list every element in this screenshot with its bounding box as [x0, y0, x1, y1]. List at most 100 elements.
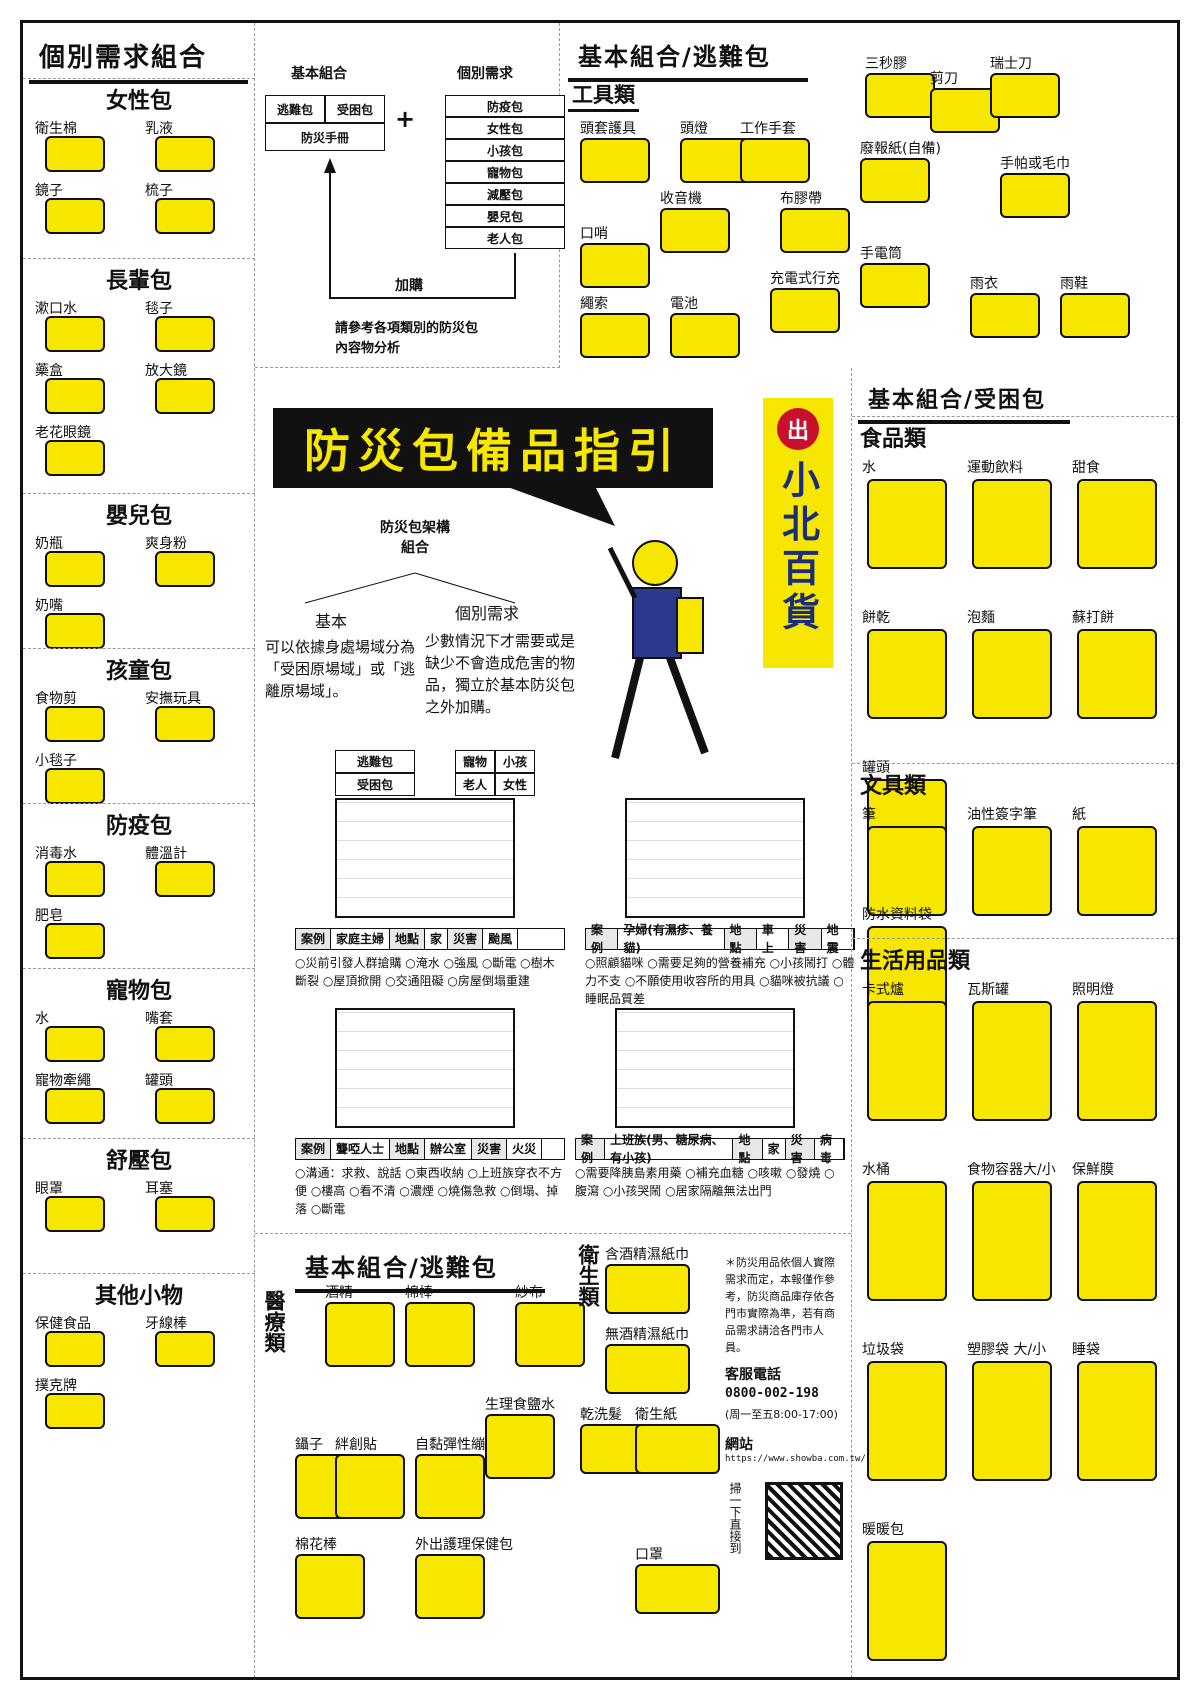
case-field: 颱風 — [483, 929, 519, 949]
diagram-indiv-box: 女性包 — [445, 117, 565, 139]
right-item-icon — [867, 1541, 947, 1661]
item-label: 鏡子 — [35, 183, 63, 199]
medical-item-label: 生理食鹽水 — [485, 1397, 555, 1413]
tool-item-icon — [660, 208, 730, 253]
right-item-label: 泡麵 — [967, 610, 995, 626]
item-label: 放大鏡 — [145, 363, 187, 379]
hygiene-item-label: 乾洗髮 — [580, 1407, 622, 1423]
case-field: 家庭主婦 — [331, 929, 391, 949]
service-hours: (周一至五8:00-17:00) — [725, 1408, 838, 1421]
case-field: 聾啞人士 — [331, 1139, 391, 1159]
case-header: 案例孕婦(有濕疹、養貓)地點車上災害地震 — [585, 923, 855, 955]
item-illustration-icon — [155, 1088, 215, 1124]
right-item-icon — [972, 1001, 1052, 1121]
item-illustration-icon — [45, 1026, 105, 1062]
left-group: 其他小物保健食品牙線棒撲克牌 — [23, 1273, 255, 1673]
item-label: 撲克牌 — [35, 1378, 77, 1394]
tool-item-label: 收音機 — [660, 191, 702, 207]
left-group: 防疫包消毒水體溫計肥皂 — [23, 803, 255, 968]
left-group: 舒壓包眼罩耳塞 — [23, 1138, 255, 1273]
mini-box: 受困包 — [335, 773, 415, 796]
service-phone[interactable]: 0800-002-198 — [725, 1386, 819, 1401]
medical-item-label: 酒精 — [325, 1285, 353, 1301]
diagram-box-trapped: 受困包 — [325, 95, 385, 123]
tool-item-icon — [580, 243, 650, 288]
poster: 個別需求組合 女性包衛生棉乳液鏡子梳子長輩包漱口水毯子藥盒放大鏡老花眼鏡嬰兒包奶… — [20, 20, 1180, 1680]
case-field: 災害 — [448, 929, 484, 949]
brand-name: 小北百貨 — [775, 460, 820, 636]
medical-item-label: 自黏彈性繃帶 — [415, 1437, 499, 1453]
item-illustration-icon — [155, 1196, 215, 1232]
medical-item-icon — [515, 1302, 585, 1367]
case-illustration — [335, 798, 515, 918]
item-label: 牙線棒 — [145, 1316, 187, 1332]
headline-text: 防災包備品指引 — [304, 424, 682, 478]
diagram-indiv-box: 老人包 — [445, 227, 565, 249]
case-text: ○照顧貓咪 ○需要足夠的營養補充 ○小孩鬧打 ○體力不支 ○不願使用收容所的用具… — [585, 956, 855, 1006]
case-field: 地點 — [724, 923, 757, 955]
diagram-note: 請參考各項類別的防災包內容物分析 — [335, 321, 479, 356]
hygiene-item-icon — [635, 1424, 720, 1474]
item-illustration-icon — [45, 768, 105, 804]
item-illustration-icon — [45, 1331, 105, 1367]
left-group-title: 防疫包 — [23, 803, 255, 844]
right-item-icon — [1077, 1361, 1157, 1481]
right-title: 基本組合/受困包 — [858, 376, 1070, 424]
headline-banner: 防災包備品指引 — [273, 408, 713, 488]
item-label: 保健食品 — [35, 1316, 91, 1332]
item-label: 罐頭 — [145, 1073, 173, 1089]
right-item-label: 瓦斯罐 — [967, 982, 1009, 998]
service-label: 客服電話 — [725, 1367, 781, 1383]
medical-item-icon — [325, 1302, 395, 1367]
item-illustration-icon — [155, 706, 215, 742]
diagram-box-manual: 防災手冊 — [265, 123, 385, 151]
medical-item-icon — [295, 1554, 365, 1619]
right-item-icon — [972, 479, 1052, 569]
left-group: 寵物包水嘴套寵物牽繩罐頭 — [23, 968, 255, 1138]
qr-code-icon[interactable] — [765, 1482, 843, 1560]
hygiene-item-icon — [605, 1264, 690, 1314]
case-block: 案例家庭主婦地點家災害颱風○災前引發人群搶購 ○淹水 ○強風 ○斷電 ○樹木斷裂… — [295, 928, 565, 990]
speech-tail — [505, 486, 615, 526]
right-item-label: 罐頭 — [862, 760, 890, 776]
right-item-label: 睡袋 — [1072, 1342, 1100, 1358]
tool-item-label: 口哨 — [580, 226, 608, 242]
medical-item-label: 棉花棒 — [295, 1537, 337, 1553]
diagram-indiv-label: 個別需求 — [457, 66, 513, 82]
item-label: 漱口水 — [35, 301, 77, 317]
hygiene-item-label: 無酒精濕紙巾 — [605, 1327, 689, 1343]
tool-item-label: 手帕或毛巾 — [1000, 156, 1070, 172]
item-label: 體溫計 — [145, 846, 187, 862]
case-header: 案例聾啞人士地點辦公室災害火災 — [295, 1138, 565, 1160]
right-column: 基本組合/受困包 食品類水運動飲料甜食餅乾泡麵蘇打餅罐頭文具類筆油性簽字筆紙防水… — [851, 368, 1177, 1677]
case-field: 家 — [763, 1139, 786, 1159]
right-item-label: 餅乾 — [862, 610, 890, 626]
right-section: 文具類筆油性簽字筆紙防水資料袋 — [852, 763, 1177, 1016]
item-label: 嘴套 — [145, 1011, 173, 1027]
case-text: ○溝通：求救、說話 ○東西收納 ○上班族穿衣不方便 ○樓高 ○看不清 ○濃煙 ○… — [295, 1166, 563, 1216]
medical-label: 醫療類 — [262, 1290, 286, 1353]
item-label: 食物剪 — [35, 691, 77, 707]
mini-box: 寵物 — [455, 750, 495, 773]
case-header: 案例家庭主婦地點家災害颱風 — [295, 928, 565, 950]
site-label: 網站 — [725, 1437, 753, 1453]
bottom-section: 基本組合/逃難包 醫療類 酒精棉棒紗布鑷子絆創貼自黏彈性繃帶生理食鹽水棉花棒外出… — [255, 1233, 866, 1677]
right-item-icon — [867, 1181, 947, 1301]
item-illustration-icon — [155, 1331, 215, 1367]
right-item-label: 卡式爐 — [862, 982, 904, 998]
left-group-title: 嬰兒包 — [23, 493, 255, 534]
item-label: 安撫玩具 — [145, 691, 201, 707]
left-column: 個別需求組合 女性包衛生棉乳液鏡子梳子長輩包漱口水毯子藥盒放大鏡老花眼鏡嬰兒包奶… — [23, 23, 255, 1677]
medical-item-label: 紗布 — [515, 1285, 543, 1301]
case-block: 案例孕婦(有濕疹、養貓)地點車上災害地震○照顧貓咪 ○需要足夠的營養補充 ○小孩… — [585, 923, 855, 1008]
site-url[interactable]: https://www.showba.com.tw/ — [725, 1454, 866, 1464]
diagram-indiv-box: 嬰兒包 — [445, 205, 565, 227]
medical-item-icon — [335, 1454, 405, 1519]
left-group-title: 長輩包 — [23, 258, 255, 299]
item-label: 爽身粉 — [145, 536, 187, 552]
structure-diagram: 基本組合 個別需求 逃難包 受困包 防災手冊 + 防疫包女性包小孩包寵物包減壓包… — [255, 23, 565, 368]
item-illustration-icon — [155, 198, 215, 234]
case-field: 災害 — [785, 1133, 815, 1165]
case-field: 家 — [425, 929, 449, 949]
right-item-label: 油性簽字筆 — [967, 807, 1037, 823]
